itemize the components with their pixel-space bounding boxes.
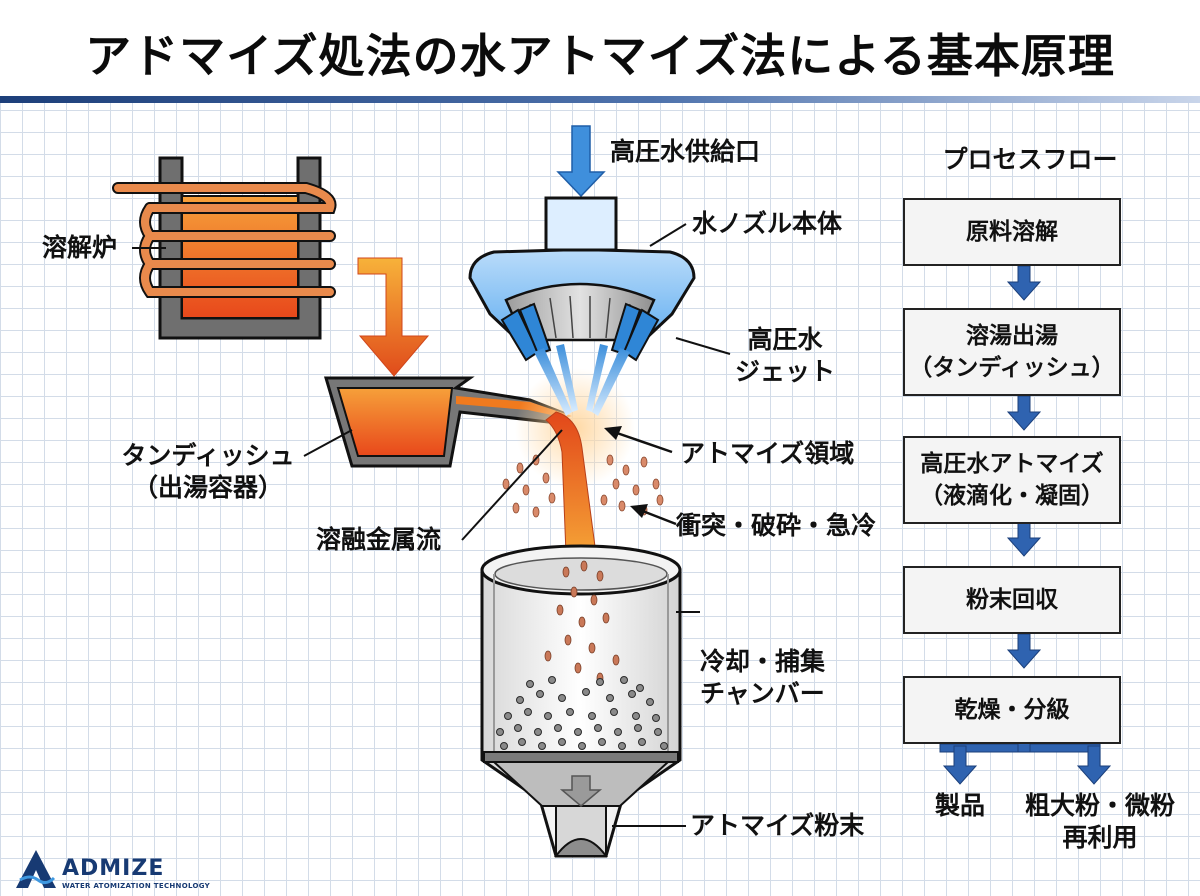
admize-logo-icon [16,850,56,888]
label-furnace: 溶解炉 [42,233,118,262]
title-underline [0,96,1200,103]
label-chamber-line2: チャンバー [700,679,825,708]
logo-name: ADMIZE [62,856,165,881]
flow-arrows [939,265,1112,785]
powder-pile [496,676,668,750]
flow-step-3: 高圧水アトマイズ （液滴化・凝固） [903,436,1121,524]
label-atomize-zone: アトマイズ領域 [680,439,855,468]
droplets-falling [544,560,620,684]
flow-output-recycle: 粗大粉・微粉 再利用 [1024,791,1175,852]
page-title: アドマイズ処法の水アトマイズ法による基本原理 [85,29,1115,83]
flow-step-1-label: 原料溶解 [966,219,1058,245]
label-chamber: 冷却・捕集 チャンバー [700,646,825,710]
flow-step-3-label: 高圧水アトマイズ （液滴化・凝固） [920,451,1104,509]
pointer-arrows [604,426,677,526]
flow-output-product: 製品 [934,791,985,820]
water-inlet-arrow [556,125,606,198]
droplets-spray [502,454,664,518]
flow-step-2-label: 溶湯出湯 （タンディッシュ） [909,323,1115,381]
water-jets [534,344,630,416]
flow-step-5-label: 乾燥・分級 [954,697,1070,723]
label-chamber-line1: 冷却・捕集 [700,647,826,676]
label-nozzle-body: 水ノズル本体 [692,209,843,238]
label-tundish: タンディッシュ （出湯容器） [108,440,308,504]
label-tundish-line2: （出湯容器） [132,473,283,502]
pour-arrow [357,257,430,377]
label-impact: 衝突・破砕・急冷 [676,511,877,540]
label-water-jet-line2: ジェット [734,357,835,386]
flow-step-2: 溶湯出湯 （タンディッシュ） [903,308,1121,396]
label-water-jet-line1: 高圧水 [747,325,823,354]
title-area: アドマイズ処法の水アトマイズ法による基本原理 [0,0,1200,100]
melting-furnace [112,156,337,340]
flow-step-4-label: 粉末回収 [966,587,1058,613]
flow-heading: プロセスフロー [942,145,1118,174]
flow-step-1: 原料溶解 [903,198,1121,266]
label-water-inlet: 高圧水供給口 [610,137,761,166]
flow-step-5: 乾燥・分級 [903,676,1121,744]
label-tundish-line1: タンディッシュ [121,441,295,470]
logo-tagline: WATER ATOMIZATION TECHNOLOGY [62,882,210,890]
water-nozzle [468,196,696,362]
leader-lines [132,223,731,827]
collection-chamber [480,544,682,858]
label-water-jet: 高圧水 ジェット [730,324,840,388]
flow-step-4: 粉末回収 [903,566,1121,634]
tundish [323,376,572,468]
label-powder: アトマイズ粉末 [690,811,865,840]
label-metal-stream: 溶融金属流 [316,525,442,554]
